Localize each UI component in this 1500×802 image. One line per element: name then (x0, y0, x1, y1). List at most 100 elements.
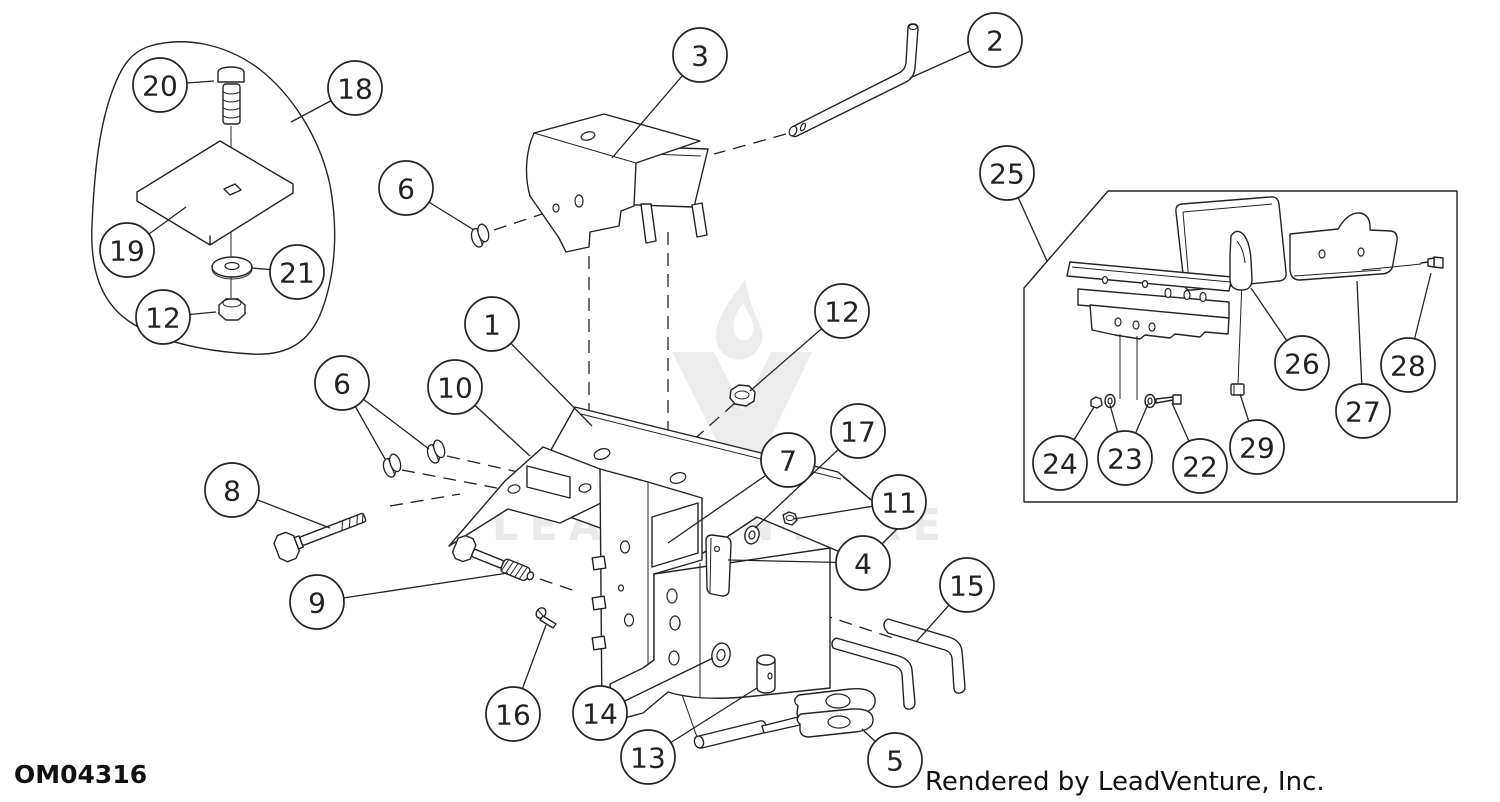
callout-23-circle (1097, 430, 1153, 486)
callout-8-circle (204, 462, 260, 518)
callout-13: 13 (620, 687, 758, 785)
callout-11-number: 11 (881, 487, 917, 520)
part-24-nut (1090, 396, 1103, 409)
callout-29-circle (1229, 419, 1285, 475)
doc-code: OM04316 (14, 760, 147, 789)
callout-9-leader (316, 572, 509, 603)
callout-22-number: 22 (1182, 451, 1218, 484)
callout-2-circle (967, 12, 1023, 68)
callout-5: 5 (861, 728, 923, 788)
part-12-nut-kit (218, 298, 246, 321)
callout-26-number: 26 (1284, 348, 1320, 381)
callout-24-circle (1032, 435, 1088, 491)
part-13-bushing (756, 654, 776, 694)
callout-7-circle (760, 432, 816, 488)
callout-29-number: 29 (1239, 432, 1275, 465)
callout-18: 18 (290, 60, 383, 123)
callout-2-number: 2 (986, 25, 1004, 58)
callout-29: 29 (1229, 393, 1285, 475)
callout-3-circle (672, 27, 728, 83)
callout-18-circle (327, 60, 383, 116)
callout-11: 11 (793, 474, 927, 530)
callout-4-circle (835, 535, 891, 591)
part-29-nut (1230, 383, 1245, 396)
callout-26-circle (1274, 335, 1330, 391)
callout-9-number: 9 (308, 587, 326, 620)
callout-17-circle (830, 403, 886, 459)
callout-22-circle (1172, 438, 1228, 494)
callout-6a: 6 (378, 160, 475, 231)
callout-12a: 12 (135, 289, 217, 345)
part-27-bracket (1289, 212, 1398, 281)
callout-3-number: 3 (691, 40, 709, 73)
part-26-bracket (1229, 230, 1253, 291)
part-3-cover (525, 113, 709, 253)
callout-26: 26 (1250, 287, 1330, 391)
inset-box-25 (1023, 190, 1458, 503)
part-5-clevis-pin (693, 688, 876, 749)
callout-12a-number: 12 (145, 302, 181, 335)
callout-15: 15 (915, 557, 995, 643)
callout-28-circle (1380, 337, 1436, 393)
part-18-hardware-kit (91, 41, 336, 355)
callout-27-number: 27 (1345, 396, 1381, 429)
callout-20: 20 (132, 57, 215, 113)
part-25-panel (1175, 196, 1287, 385)
callout-5-circle (867, 732, 923, 788)
callout-4-number: 4 (854, 548, 872, 581)
callout-18-number: 18 (337, 73, 373, 106)
part-19-plate (136, 140, 294, 246)
callout-23: 23 (1097, 403, 1153, 486)
callout-22: 22 (1171, 402, 1228, 494)
callout-13-number: 13 (630, 742, 666, 775)
callout-10-circle (427, 359, 483, 415)
credit-text: Rendered by LeadVenture, Inc. (925, 767, 1325, 797)
callout-11-circle (871, 474, 927, 530)
callout-1-number: 1 (483, 309, 501, 342)
part-12-nut (729, 384, 756, 407)
callout-2: 2 (909, 12, 1023, 79)
callout-24: 24 (1032, 406, 1095, 491)
callout-12a-circle (135, 289, 191, 345)
callout-8-number: 8 (223, 475, 241, 508)
part-16-screw (535, 607, 557, 629)
callout-9-circle (289, 574, 345, 630)
part-21-washer (211, 256, 253, 280)
callout-25: 25 (979, 145, 1048, 262)
callout-28: 28 (1380, 272, 1436, 393)
part-17-washer (744, 525, 760, 545)
callout-12b-circle (814, 283, 870, 339)
callout-21: 21 (251, 244, 325, 300)
part-4-strap (705, 534, 732, 597)
part-8-bolt (273, 512, 367, 563)
callout-7-number: 7 (779, 445, 797, 478)
part-11-nut (782, 511, 798, 526)
callout-10-number: 10 (437, 372, 473, 405)
part-22-screw (1155, 394, 1182, 405)
callout-6b: 6 (314, 355, 430, 460)
callout-7: 7 (667, 432, 816, 544)
callout-16-circle (485, 686, 541, 742)
callout-19: 19 (99, 206, 187, 278)
callout-5-number: 5 (886, 745, 904, 778)
callout-16: 16 (485, 624, 547, 742)
callout-25-number: 25 (989, 158, 1025, 191)
callout-12b: 12 (749, 283, 870, 392)
callout-20-circle (132, 57, 188, 113)
callout-21-circle (269, 244, 325, 300)
callout-16-number: 16 (495, 699, 531, 732)
callout-6b-circle (314, 355, 370, 411)
callout-3: 3 (611, 27, 728, 159)
callout-12b-number: 12 (824, 296, 860, 329)
part-14-washer (711, 642, 731, 668)
part-base-unit (1066, 261, 1233, 400)
part-15-rods (831, 618, 966, 710)
part-20-bolt (217, 66, 245, 125)
callout-19-number: 19 (109, 235, 145, 268)
callout-17-number: 17 (840, 416, 876, 449)
part-2-rod (788, 23, 919, 138)
callout-8: 8 (204, 462, 331, 529)
callout-14-circle (572, 685, 628, 741)
